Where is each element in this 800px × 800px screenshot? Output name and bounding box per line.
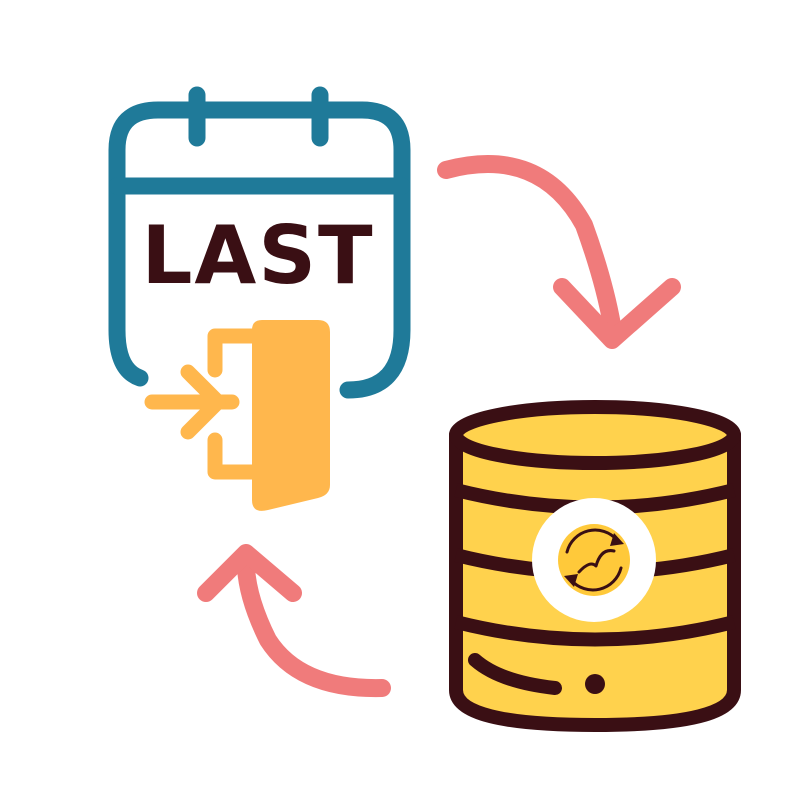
entry-arrow-head [180,364,226,440]
database-slot [468,653,562,695]
calendar-icon [108,86,411,399]
sync-icon [565,528,623,592]
curved-arrow-up-left-icon [197,544,391,698]
door-panel [252,320,330,511]
database-top [449,400,741,470]
calendar-body [108,101,411,399]
sync-badge-inner [558,524,630,596]
door-frame [207,328,260,480]
arrow-to-database-head [553,278,681,349]
sync-badge [532,498,656,622]
arrow-to-login-shaft [237,559,391,698]
sync-arc-bottom [569,566,623,592]
calendar-label: LAST [141,209,374,302]
database-status-light [585,674,605,694]
sync-arrow-bottom [564,574,578,587]
curved-arrow-down-right-icon [437,155,681,349]
sync-arc-top [565,528,619,554]
arrow-to-database-shaft [437,155,621,334]
sync-arrow-top [610,533,624,546]
arrow-to-login-head [197,544,302,602]
bird-logo-icon [577,549,616,574]
database-band-3 [454,615,736,647]
login-door-icon [144,320,330,511]
